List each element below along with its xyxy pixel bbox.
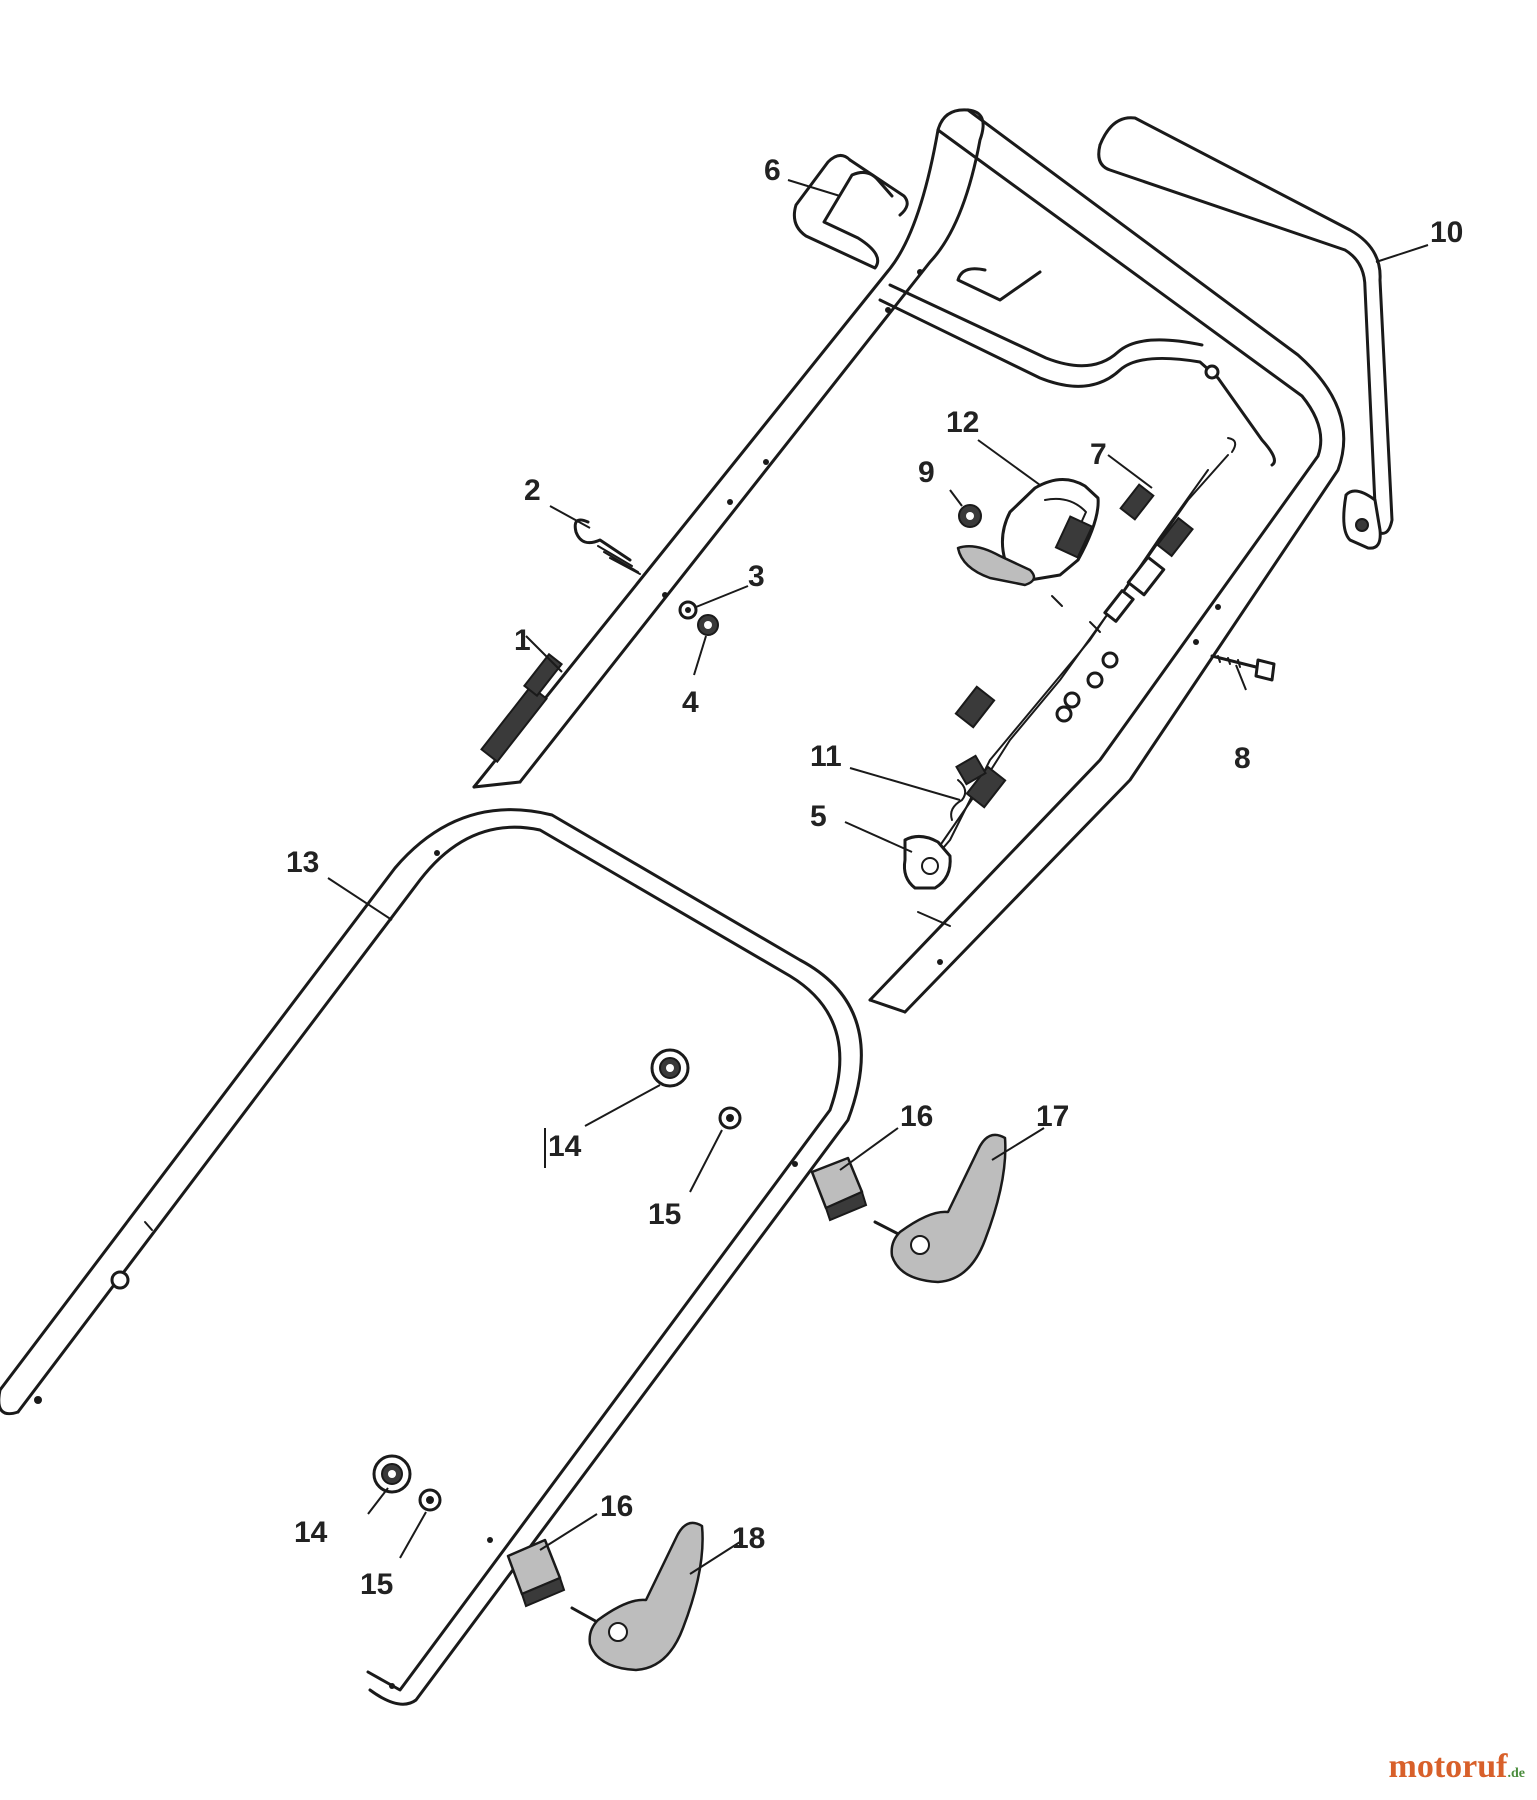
callout-5: 5 [810,800,827,833]
callout-15-lower: 15 [360,1568,393,1601]
handle-knob-17 [873,1133,1007,1284]
watermark-main: motoruf [1388,1748,1508,1785]
callout-18: 18 [732,1522,765,1555]
lower-handle [0,808,863,1706]
callout-14-lower: 14 [294,1516,328,1549]
callout-6: 6 [764,154,781,187]
brake-bar [1097,116,1394,550]
control-box [956,478,1100,587]
nut-15-upper [718,1106,742,1130]
knob-nut-14-upper [650,1048,690,1088]
callout-10: 10 [1430,216,1463,249]
cable-spring [950,754,987,821]
bolt-8 [1210,654,1276,682]
knob-nut-14-lower [372,1454,412,1494]
cables [919,437,1237,876]
eye-bolt [573,518,641,575]
callout-13: 13 [286,846,319,879]
callout-3: 3 [748,560,765,593]
callout-16-upper: 16 [900,1100,933,1133]
callout-17: 17 [1036,1100,1069,1133]
watermark-logo: motoruf.de [1389,1748,1525,1786]
handle-knob-18 [570,1521,704,1672]
callout-16-lower: 16 [600,1490,633,1523]
callout-15-upper: 15 [648,1198,681,1231]
cable-clip [903,835,952,890]
callout-9: 9 [918,456,935,489]
spacer-16-lower [506,1538,566,1608]
upper-handle [472,108,1346,1014]
nut-15-lower [418,1488,442,1512]
washer-3 [678,600,698,620]
callout-12: 12 [946,406,979,439]
watermark-tld: .de [1507,1766,1526,1781]
callout-labels: 1 2 3 4 5 6 7 8 9 10 11 12 13 14 14 15 1… [286,154,1463,1601]
nut-4 [697,614,719,636]
bail-wire [792,154,1276,467]
callout-7: 7 [1090,438,1107,471]
callout-14-upper: 14 [548,1130,582,1163]
leader-lines [327,179,1429,1575]
callout-11: 11 [810,740,842,773]
spacer-16-upper [810,1156,868,1222]
callout-2: 2 [524,474,541,507]
callout-8: 8 [1234,742,1251,775]
callout-1: 1 [514,624,531,657]
callout-4: 4 [682,686,699,719]
nut-9 [958,504,982,528]
